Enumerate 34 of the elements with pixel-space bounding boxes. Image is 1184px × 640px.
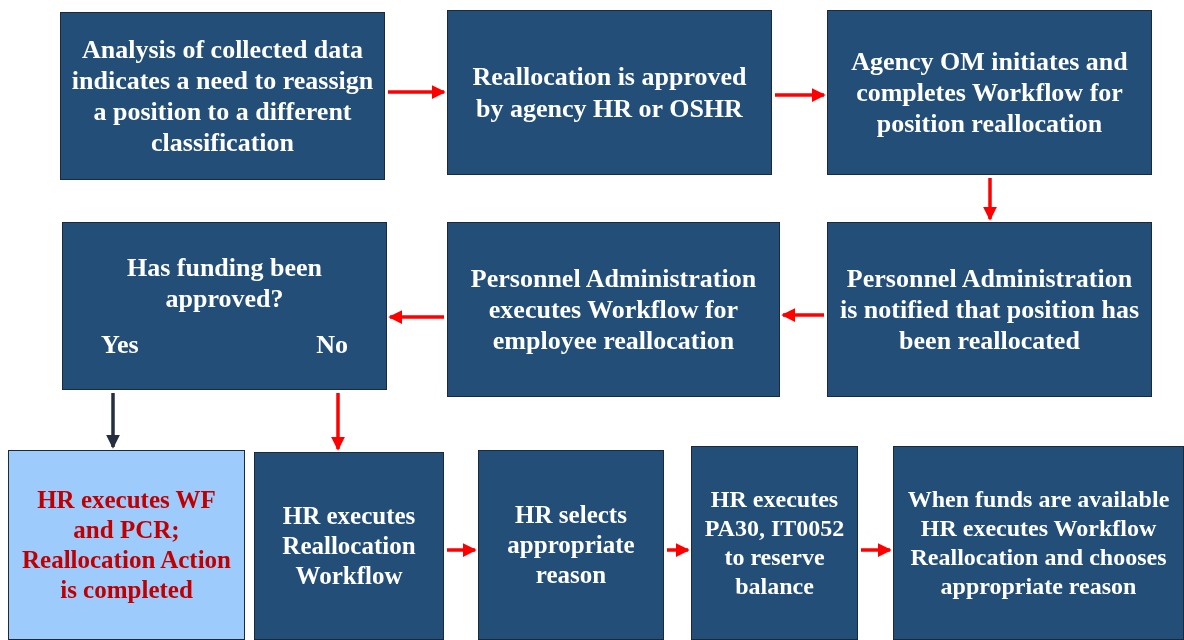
question-text: Has funding been approved? [125, 252, 324, 315]
step-text: Analysis of collected data indicates a need to reassign a position to a different classification [70, 33, 375, 159]
step-text: Reallocation is approved by agency HR or OSHR [471, 61, 748, 124]
answer-label: No [316, 328, 348, 360]
step-text: Agency OM initiates and completes Workflow for position reallocation [850, 45, 1129, 140]
arrow [781, 308, 824, 322]
process-box [478, 450, 664, 640]
arrow [861, 543, 892, 557]
arrow [983, 178, 997, 221]
process-box [8, 450, 245, 640]
step-text: HR executes Reallocation Workflow [281, 501, 417, 591]
arrow [447, 543, 477, 557]
step-text: Personnel Administration is notified that position has been reallocated [838, 262, 1141, 357]
process-box [60, 12, 385, 180]
step-text: Personnel Administration executes Workflow for employee reallocation [469, 262, 758, 357]
process-box [691, 446, 858, 640]
process-box [254, 452, 444, 640]
process-box [827, 10, 1152, 175]
process-box [827, 222, 1152, 397]
step-text: HR executes WF and PCR; Reallocation Action is completed [21, 485, 232, 605]
process-box [447, 222, 780, 397]
arrow [388, 310, 444, 324]
arrow [331, 393, 345, 451]
process-box [447, 10, 772, 175]
process-box [893, 446, 1184, 640]
arrow [667, 543, 690, 557]
arrow [775, 88, 826, 102]
answer-label: Yes [101, 328, 139, 360]
step-text: HR selects appropriate reason [506, 500, 636, 590]
decision-box [62, 222, 387, 390]
step-text: When funds are available HR executes Workflow Reallocation and chooses appropriate reason [906, 485, 1171, 601]
arrow [388, 85, 446, 99]
arrow [106, 393, 120, 449]
step-text: HR executes PA30, IT0052 to reserve balance [703, 485, 846, 601]
